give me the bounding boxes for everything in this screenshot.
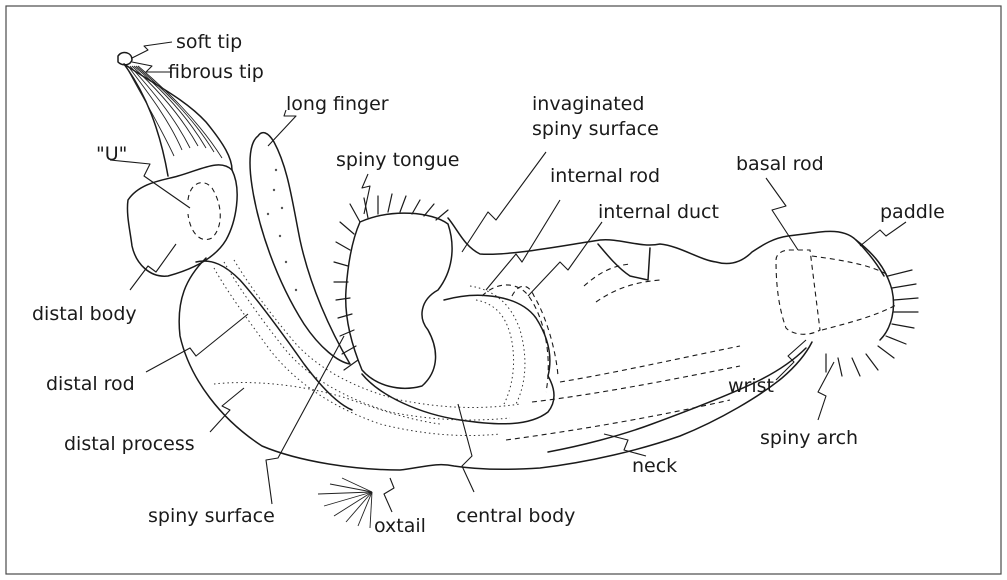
label-long-finger: long finger: [286, 93, 389, 115]
label-oxtail: oxtail: [374, 515, 426, 537]
central-body-curve: [362, 374, 554, 424]
figure-frame: [6, 6, 1001, 574]
distal-arm-inner: [196, 261, 352, 410]
leader-soft-tip: [132, 42, 172, 58]
distal-rod-stipple-1: [214, 268, 500, 436]
paddle-lower-dashed: [822, 304, 898, 330]
distal-rod-stipple-3: [234, 260, 520, 407]
label-soft-tip: soft tip: [176, 31, 242, 53]
label-invaginated: invaginated: [532, 93, 644, 115]
triangle-flap: [598, 244, 650, 280]
central-body-dorsal-outline: [448, 218, 884, 276]
fibrous-horn-inner: [124, 64, 168, 176]
leader-basal-rod: [766, 178, 798, 250]
label-spiny-tongue: spiny tongue: [336, 149, 459, 171]
leader-distal-body: [130, 244, 176, 290]
label-fibrous-tip: fibrous tip: [168, 61, 264, 83]
central-body-inner-curve: [444, 295, 550, 376]
internal-rod-dashed: [482, 285, 548, 392]
specimen-drawing: [118, 53, 918, 528]
internal-duct-dashed: [512, 286, 558, 376]
label-wrist: wrist: [728, 375, 774, 397]
leader-internal-rod: [486, 200, 560, 290]
leader-oxtail: [384, 478, 394, 512]
leader-distal-rod: [146, 314, 248, 372]
label-spiny-arch: spiny arch: [760, 427, 858, 449]
distal-arm-outline: [179, 258, 812, 470]
long-finger-dots: [267, 169, 297, 291]
label-invaginated-2: spiny surface: [532, 118, 659, 140]
leader-long-finger: [268, 110, 296, 146]
label-internal-rod: internal rod: [550, 165, 660, 187]
internal-duct-upper-2: [596, 280, 660, 302]
label-paddle: paddle: [880, 201, 945, 223]
oxtail-tuft: [318, 478, 372, 528]
label-basal-rod: basal rod: [736, 153, 824, 175]
paddle-spines: [826, 270, 918, 376]
spiny-tongue-spines: [334, 194, 448, 370]
label-central-body: central body: [456, 505, 575, 527]
leader-wrist: [776, 340, 806, 380]
distal-rod-stipple-2: [224, 262, 510, 420]
paddle-outline: [856, 240, 894, 340]
leader-paddle: [860, 222, 906, 246]
leader-central-body: [458, 404, 474, 492]
label-u: "U": [96, 143, 127, 165]
leader-fibrous-tip: [132, 62, 172, 72]
basal-rod-dashed: [776, 250, 820, 334]
label-internal-duct: internal duct: [598, 201, 719, 223]
distal-body-outline: [127, 165, 237, 276]
internal-duct-upper: [584, 264, 630, 286]
label-spiny-surface: spiny surface: [148, 505, 275, 527]
leader-distal-process: [210, 388, 244, 432]
label-neck: neck: [632, 455, 677, 477]
internal-rod-stipple-1: [470, 286, 525, 404]
internal-duct-long-3: [506, 400, 730, 440]
label-distal-process: distal process: [64, 433, 195, 455]
label-distal-body: distal body: [32, 303, 137, 325]
leader-spiny-surface: [266, 336, 344, 504]
internal-rod-stipple-2: [476, 300, 514, 404]
internal-duct-long-1: [560, 346, 740, 382]
soft-tip-outline: [118, 53, 132, 65]
u-loop-dashed: [188, 183, 220, 240]
internal-duct-long-2: [532, 366, 740, 402]
label-distal-rod: distal rod: [46, 373, 135, 395]
long-finger-outline: [250, 133, 350, 364]
labels: soft tip fibrous tip "U" long finger spi…: [32, 31, 945, 537]
spiny-tongue-outline: [346, 213, 452, 388]
leader-invaginated: [462, 152, 546, 252]
